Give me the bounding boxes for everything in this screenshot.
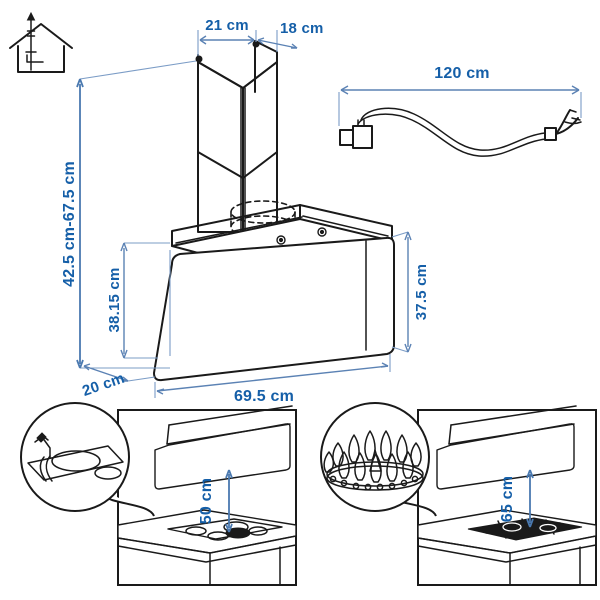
dimension-hood-body-height: 38.15 cm [106,242,170,359]
dimension-chimney-width: 18 cm [257,20,324,52]
dimension-label-cable-length: 120 cm [434,65,489,82]
dimension-label-hood-depth: 20 cm [80,370,127,400]
gas-hob-clearance: 65 cm [320,402,597,586]
house-with-duct-icon [9,11,73,73]
dimension-label-hood-width: 69.5 cm [234,388,294,405]
dimension-label-chimney-depth: 21 cm [205,17,249,34]
chimney-duct [195,40,278,233]
dimension-hood-width: 69.5 cm [154,354,391,405]
dimension-label-hood-body-height: 38.15 cm [106,268,123,333]
dimension-label-gas-clearance: 65 cm [499,476,516,522]
dimension-gas-clearance: 65 cm [499,469,534,528]
dimension-chimney-depth: 21 cm [197,17,257,56]
dimension-cable-length: 120 cm [338,65,582,126]
dimension-label-chimney-height-range: 42.5 cm-67.5 cm [61,161,78,287]
dimension-chimney-height-range: 42.5 cm-67.5 cm [61,60,197,369]
dimension-label-front-panel-height: 37.5 cm [413,264,430,320]
dimension-label-electric-clearance: 50 cm [198,478,215,524]
hood-front-panel [153,236,395,382]
dimension-label-chimney-width: 18 cm [280,20,324,37]
electric-hob-clearance: 50 cm [20,402,297,586]
power-cord-diagram: 120 cm [338,65,582,157]
dimension-front-panel-height: 37.5 cm [391,231,430,353]
dimension-electric-clearance: 50 cm [198,469,233,533]
